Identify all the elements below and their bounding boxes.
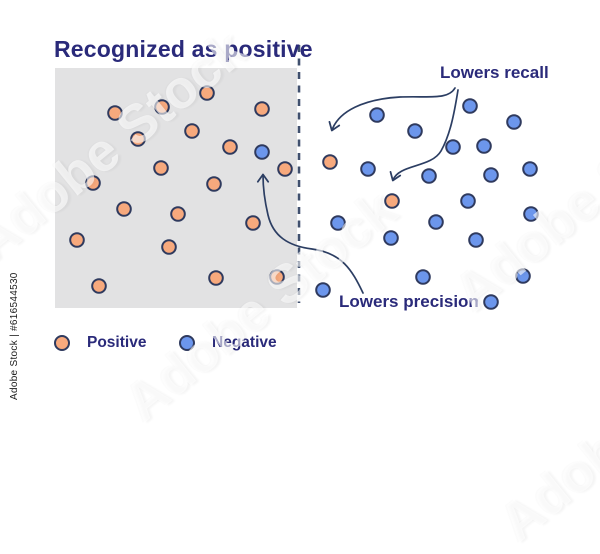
dot-positive [222, 139, 238, 155]
dot-negative [415, 269, 431, 285]
dot-negative [421, 168, 437, 184]
dot-negative [483, 167, 499, 183]
dot-positive [85, 175, 101, 191]
dot-positive [384, 193, 400, 209]
lowers-precision-label: Lowers precision [339, 292, 479, 311]
dot-positive [91, 278, 107, 294]
dot-negative [506, 114, 522, 130]
dot-positive [245, 215, 261, 231]
dot-positive [153, 160, 169, 176]
dot-negative [522, 161, 538, 177]
dot-negative [476, 138, 492, 154]
dot-positive [107, 105, 123, 121]
watermark-asset-id: Adobe Stock | #616544530 [9, 272, 20, 400]
dot-negative [383, 230, 399, 246]
dot-negative [523, 206, 539, 222]
dot-positive [154, 99, 170, 115]
dots-group [69, 85, 539, 310]
dot-positive [208, 270, 224, 286]
dot-positive [277, 161, 293, 177]
dot-positive [184, 123, 200, 139]
dot-negative [254, 144, 270, 160]
legend-item-negative: Negative [179, 334, 277, 352]
dot-negative [315, 282, 331, 298]
dot-positive [130, 131, 146, 147]
dot-negative [460, 193, 476, 209]
legend-label-negative: Negative [212, 334, 277, 351]
arrow-lowers-recall-left [328, 87, 456, 132]
dot-positive [116, 201, 132, 217]
arrow-lowers-precision [256, 173, 364, 294]
dot-positive [322, 154, 338, 170]
dot-negative [407, 123, 423, 139]
dot-positive [161, 239, 177, 255]
arrow-lowers-recall-down [389, 89, 459, 182]
dot-negative [445, 139, 461, 155]
dot-positive [170, 206, 186, 222]
legend: Positive Negative [0, 334, 600, 354]
dot-negative [360, 161, 376, 177]
dot-negative [369, 107, 385, 123]
legend-item-positive: Positive [54, 334, 146, 352]
dot-negative [330, 215, 346, 231]
stock-illustration: Recognized as positive Lowers recall Low… [0, 18, 600, 554]
dot-negative [483, 294, 499, 310]
negative-dot-swatch [179, 335, 195, 351]
dot-positive [206, 176, 222, 192]
dot-negative [468, 232, 484, 248]
diagram-svg [55, 45, 539, 310]
page-title: Recognized as positive [54, 36, 313, 62]
legend-label-positive: Positive [87, 334, 147, 351]
lowers-recall-label: Lowers recall [440, 63, 549, 82]
dot-negative [462, 98, 478, 114]
dot-positive [254, 101, 270, 117]
dot-negative [428, 214, 444, 230]
dot-positive [199, 85, 215, 101]
dot-positive [269, 269, 285, 285]
dot-negative [515, 268, 531, 284]
arrows-group [256, 87, 459, 294]
dot-positive [69, 232, 85, 248]
positive-dot-swatch [54, 335, 70, 351]
